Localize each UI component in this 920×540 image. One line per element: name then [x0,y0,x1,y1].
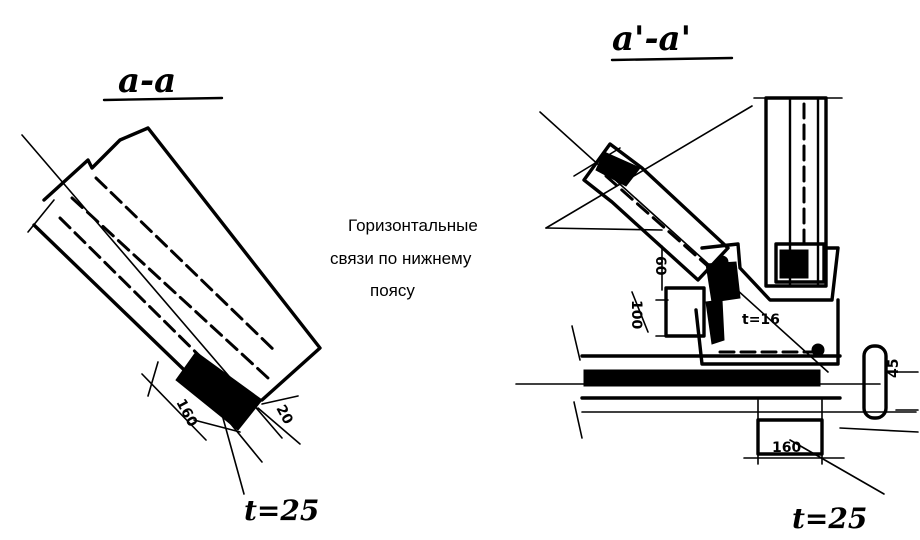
section-a-a: а-а 160 20 t=25 [21,61,322,527]
gusset-plate [175,351,263,431]
centerline-right [539,111,829,373]
thickness-label-left: t=25 [244,494,319,527]
anchor-rod [839,344,919,433]
section-a-prime: а'-а' [515,19,919,535]
bottom-chord [515,325,917,439]
dimension-lines [141,361,301,463]
section-title-a-a: а-а [118,61,176,101]
dim-60: 60 [652,256,668,276]
brace-member [27,126,322,422]
thickness-leader-right [789,439,885,495]
dim-100: 100 [628,300,644,329]
side-plate [631,245,706,338]
annotation-line-2: связи по нижнему [330,249,472,268]
lower-plate [743,399,845,465]
vertical-member [753,96,843,288]
dim-160-left: 160 [172,396,200,430]
thickness-label-t16: t=16 [742,312,780,328]
thickness-leader-left [217,399,245,495]
hidden-lines [58,176,278,398]
section-title-a-prime: а'-а' [612,19,691,59]
section-title-underline [102,96,224,102]
annotation-horizontal-bracing: Горизонтальные связи по нижнему поясу [330,105,753,300]
annotation-line-3: поясу [370,281,415,300]
annotation-line-1: Горизонтальные [348,216,478,235]
thickness-label-right: t=25 [792,502,867,535]
dim-160-right: 160 [772,440,801,456]
section-title-underline-right [610,56,734,62]
dim-45: 45 [886,359,902,378]
diagonal-brace [573,142,730,282]
leader-to-bracing-upper [545,105,753,229]
